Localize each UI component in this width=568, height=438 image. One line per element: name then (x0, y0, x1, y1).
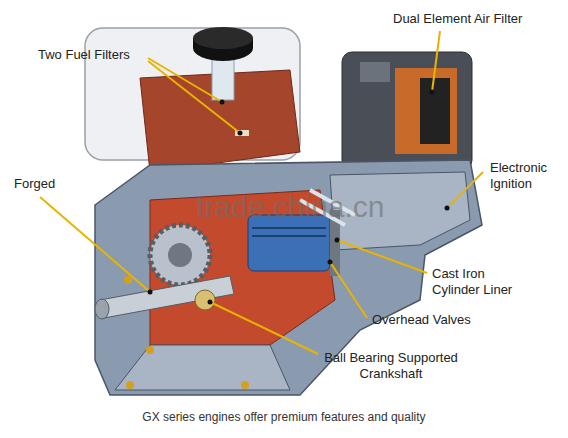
bolt (146, 346, 154, 354)
label-holder: Overhead Valves (372, 312, 471, 328)
label-holder: Dual Element Air Filter (393, 11, 522, 27)
leader-dot (445, 206, 450, 211)
leader-dot (220, 100, 225, 105)
part-label: Forged (14, 176, 55, 192)
leader-line (337, 240, 427, 273)
leader-dot (208, 300, 213, 305)
air-filter-foam (420, 78, 450, 144)
gear-hub (168, 243, 192, 267)
caption: GX series engines offer premium features… (0, 410, 568, 425)
leader-lines (40, 31, 483, 354)
engine-block (95, 160, 482, 395)
crankshaft-end (95, 299, 109, 319)
label-holder: Two Fuel Filters (38, 47, 130, 63)
leader-dot (430, 90, 435, 95)
part-label: Dual Element Air Filter (393, 11, 522, 27)
leader-dot (328, 260, 333, 265)
label-holder: Electronic Ignition (490, 160, 560, 192)
fuel-cap (193, 27, 253, 49)
piston (248, 215, 330, 271)
leader-dot (148, 290, 153, 295)
leader-line (432, 31, 440, 92)
part-label: Electronic Ignition (490, 160, 560, 192)
leader-dot (238, 131, 243, 136)
watermark: trade.china.cn (196, 190, 384, 224)
air-filter-element (395, 68, 457, 154)
bolt (126, 381, 134, 389)
label-holder: GX series engines offer premium features… (0, 410, 568, 425)
part-label: Overhead Valves (372, 312, 471, 328)
label-holder: Ball Bearing Supported Crankshaft (322, 350, 460, 382)
gear (150, 225, 210, 285)
label-holder: Forged (14, 176, 55, 192)
leader-line (447, 172, 483, 208)
label-holder: Cast Iron Cylinder Liner (432, 266, 524, 298)
fuel-filter (212, 56, 234, 100)
leader-dot (335, 238, 340, 243)
bolt (124, 276, 132, 284)
part-label: Cast Iron Cylinder Liner (432, 266, 524, 298)
crankshaft (100, 276, 234, 318)
part-label: Ball Bearing Supported Crankshaft (322, 350, 460, 382)
air-filter-knob (360, 62, 390, 82)
leader-line (330, 262, 367, 318)
part-label: Two Fuel Filters (38, 47, 130, 63)
crankcase (115, 345, 290, 390)
leader-line (210, 302, 318, 354)
leader-line (40, 197, 150, 292)
leader-line (148, 61, 240, 133)
piston-ring (252, 235, 326, 237)
ball-bearing (195, 290, 215, 310)
leader-line (148, 58, 222, 102)
label-holder: trade.china.cn (196, 190, 384, 224)
bolt (241, 381, 249, 389)
leader-dots (148, 90, 450, 305)
piston-ring (252, 227, 326, 229)
air-filter-case (342, 52, 472, 170)
